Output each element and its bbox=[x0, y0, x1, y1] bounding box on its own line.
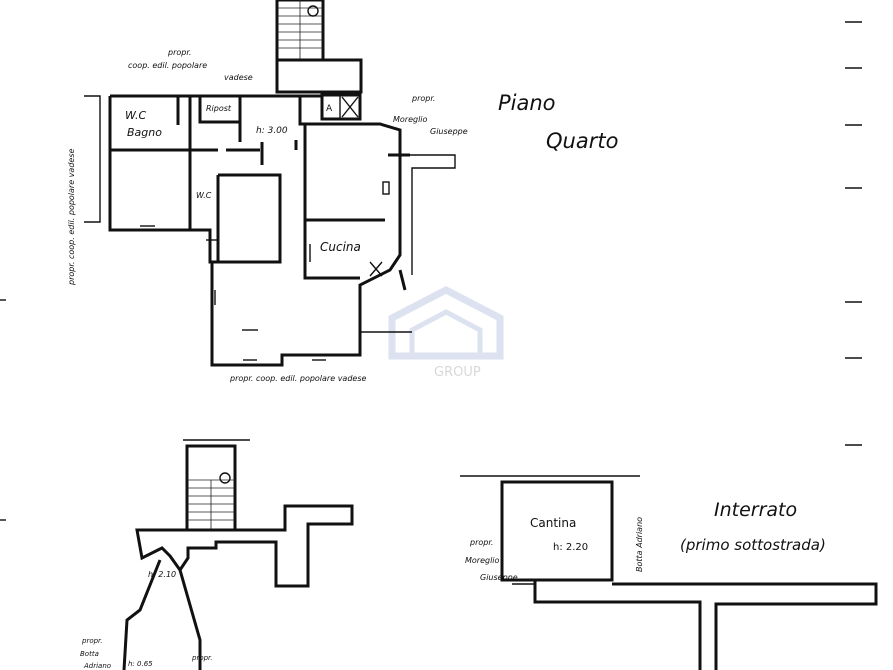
stair-marker-icon bbox=[307, 5, 319, 17]
lower-height-1: h: 2.10 bbox=[148, 570, 176, 579]
cantina-owner-1: propr. bbox=[469, 538, 493, 547]
room-bagno: Bagno bbox=[127, 126, 162, 139]
lower-height-2: h: 0.65 bbox=[128, 660, 153, 668]
room-cucina: Cucina bbox=[320, 240, 361, 254]
owner-right-1: propr. bbox=[411, 94, 435, 103]
room-cantina: Cantina bbox=[530, 516, 576, 530]
owner-bottom: propr. coop. edil. popolare vadese bbox=[229, 374, 366, 383]
lower-owner-1: propr. bbox=[81, 637, 103, 645]
owner-top-3: vadese bbox=[224, 73, 253, 82]
owner-left: propr. coop. edil. popolare vadese bbox=[67, 149, 76, 286]
room-height-main: h: 3.00 bbox=[256, 126, 288, 136]
room-wc-small: W.C bbox=[196, 191, 212, 200]
cantina-owner-right: Botta Adriano bbox=[635, 517, 644, 572]
lift-box bbox=[320, 93, 362, 121]
margin-marks bbox=[0, 21, 862, 521]
owner-top-1: propr. bbox=[167, 48, 191, 57]
cantina-owner-3: Giuseppe bbox=[480, 573, 518, 582]
room-ripost: Ripost bbox=[206, 104, 232, 113]
owner-top-2: coop. edil. popolare bbox=[128, 61, 207, 70]
room-height-cantina: h: 2.20 bbox=[553, 542, 588, 553]
title-interrato: Interrato bbox=[714, 499, 797, 521]
cantina-walls bbox=[500, 480, 614, 582]
lower-stair-marker-icon bbox=[219, 472, 231, 484]
outer-walls bbox=[108, 94, 402, 367]
upper-floor-plan: A W.C Bagno Ripost h: 3.00 W.C Cucina pr… bbox=[67, 0, 618, 383]
stair-treads bbox=[277, 0, 323, 60]
lower-left-plan: h: 2.10 h: 0.65 propr. Botta Adriano pro… bbox=[80, 439, 354, 670]
cantina-owner-2: Moreglio bbox=[465, 556, 500, 565]
watermark-text: GROUP bbox=[434, 365, 481, 380]
interrato-plan: Cantina h: 2.20 propr. Moreglio Giuseppe… bbox=[460, 475, 878, 670]
openings bbox=[140, 181, 390, 361]
room-wc-top: W.C bbox=[125, 109, 146, 122]
lower-owner-2: Botta bbox=[80, 650, 99, 658]
title-piano: Piano bbox=[498, 91, 556, 115]
interior-walls bbox=[110, 96, 385, 280]
title-quarto: Quarto bbox=[546, 129, 618, 153]
lift-label: A bbox=[326, 104, 333, 114]
title-interrato-sub: (primo sottostrada) bbox=[680, 536, 826, 554]
lower-owner-right: propr. bbox=[191, 654, 213, 662]
lower-owner-3: Adriano bbox=[83, 662, 111, 670]
owner-right-3: Giuseppe bbox=[430, 127, 468, 136]
owner-right-2: Moreglio bbox=[393, 115, 428, 124]
watermark-logo: GROUP bbox=[388, 286, 504, 380]
